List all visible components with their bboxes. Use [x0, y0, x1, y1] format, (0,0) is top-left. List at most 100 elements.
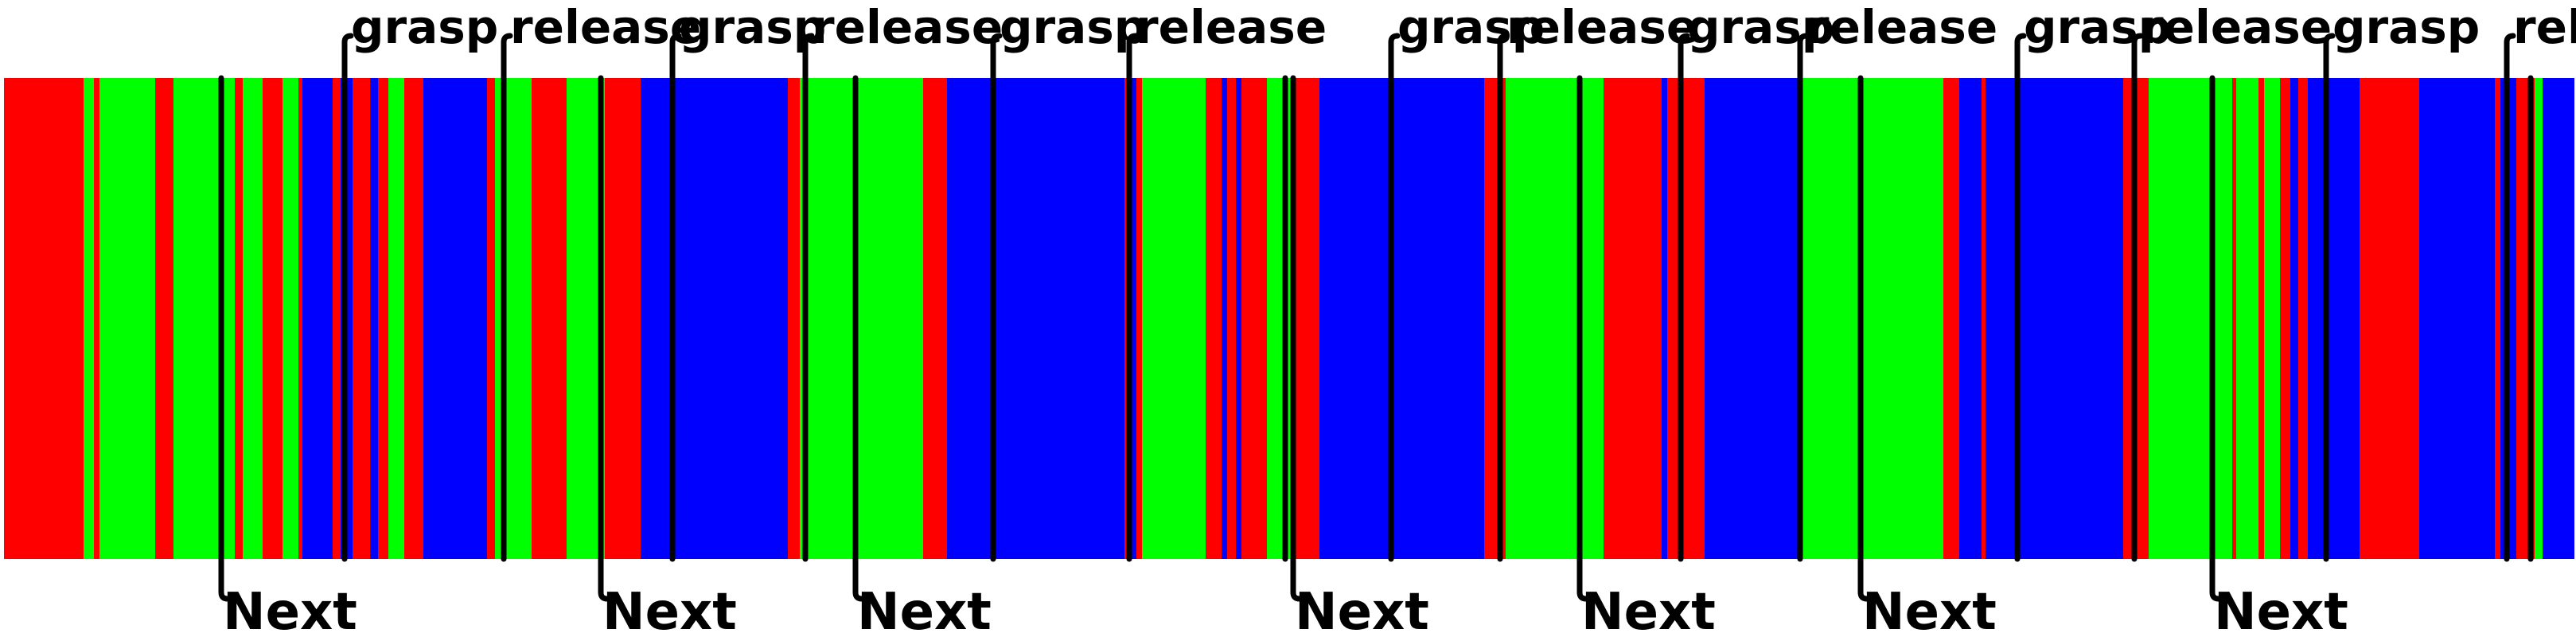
marker-label-next: Next	[2214, 583, 2348, 637]
marker-label-next: Next	[602, 583, 737, 637]
marker-line-next	[852, 75, 865, 602]
marker-label-next: Next	[1295, 583, 1429, 637]
segment-blue	[1130, 78, 1136, 559]
marker-label-grasp: grasp	[1397, 0, 1545, 54]
marker-line-grasp	[2323, 33, 2336, 562]
marker-line-grasp	[1388, 33, 1401, 562]
segment-blue	[423, 78, 487, 559]
segment-green	[243, 78, 263, 559]
segment-green	[388, 78, 404, 559]
segment-blue	[370, 78, 378, 559]
marker-label-next: Next	[1862, 583, 1997, 637]
segment-red	[263, 78, 283, 559]
segment-red	[1604, 78, 1662, 559]
segment-blue	[1222, 78, 1227, 559]
marker-label-grasp: grasp	[2332, 0, 2480, 54]
marker-line-release	[2131, 33, 2144, 562]
segment-red	[4, 78, 84, 559]
marker-line-next	[2209, 75, 2222, 602]
segment-red	[1667, 78, 1705, 559]
marker-label-grasp: grasp	[1000, 0, 1147, 54]
marker-label-grasp: grasp	[351, 0, 498, 54]
marker-label-release: release	[2513, 0, 2576, 54]
marker-line-next	[1290, 75, 1303, 602]
segment-blue	[1959, 78, 1982, 559]
marker-line-next	[1576, 75, 1589, 602]
marker-label-grasp: grasp	[679, 0, 826, 54]
segment-red	[1136, 78, 1142, 559]
segment-blue	[2419, 78, 2495, 559]
marker-label-next: Next	[1581, 583, 1716, 637]
segment-blue	[641, 78, 671, 559]
segment-green	[800, 78, 923, 559]
segment-blue	[2290, 78, 2298, 559]
segment-blue	[2543, 78, 2574, 559]
segment-red	[532, 78, 567, 559]
marker-line-next	[598, 75, 610, 602]
marker-lines	[218, 33, 2534, 602]
segment-red	[1293, 78, 1319, 559]
marker-line-grasp	[341, 33, 354, 562]
segment-red	[1206, 78, 1222, 559]
marker-label-release: release	[812, 0, 1003, 54]
segment-blue	[1705, 78, 1802, 559]
marker-label-release: release	[510, 0, 701, 54]
segment-red	[333, 78, 341, 559]
marker-line-grasp	[669, 33, 682, 562]
marker-line-release	[1797, 33, 1810, 562]
segment-green	[495, 78, 532, 559]
marker-line-grasp	[2014, 33, 2027, 562]
segment-green	[1142, 78, 1206, 559]
segment-red	[235, 78, 243, 559]
marker-label-release: release	[1806, 0, 1997, 54]
segment-red	[2280, 78, 2290, 559]
marker-label-grasp: grasp	[1687, 0, 1834, 54]
segment-red	[404, 78, 423, 559]
marker-line-release	[1497, 33, 1510, 562]
segment-green	[99, 78, 155, 559]
segment-green	[2535, 78, 2543, 559]
segment-red	[298, 78, 302, 559]
segment-green	[2264, 78, 2280, 559]
marker-label-grasp: grasp	[2024, 0, 2171, 54]
marker-line-release	[802, 33, 815, 562]
segment-red	[1241, 78, 1267, 559]
segment-green	[2236, 78, 2258, 559]
segment-blue	[671, 78, 788, 559]
marker-line-grasp	[1678, 33, 1690, 562]
segment-blue	[947, 78, 1124, 559]
segment-green	[1802, 78, 1943, 559]
marker-label-next: Next	[223, 583, 357, 637]
segment-green	[2149, 78, 2232, 559]
marker-line-release	[1126, 33, 1139, 562]
marker-label-release: release	[1506, 0, 1697, 54]
segment-red	[2298, 78, 2308, 559]
segment-red	[1227, 78, 1236, 559]
segment-red	[487, 78, 495, 559]
segment-green	[84, 78, 94, 559]
segment-blue	[2308, 78, 2360, 559]
segment-red	[94, 78, 99, 559]
segment-red	[1943, 78, 1959, 559]
marker-line-next	[218, 75, 231, 602]
segment-red	[353, 78, 370, 559]
segment-red	[155, 78, 173, 559]
segment-green	[283, 78, 298, 559]
segment-green	[1506, 78, 1604, 559]
segment-blue	[1319, 78, 1484, 559]
marker-line-release	[2504, 33, 2516, 562]
marker-line-next	[1857, 75, 1870, 602]
segment-red	[2495, 78, 2500, 559]
segment-strip	[4, 78, 2574, 559]
segment-red	[2232, 78, 2236, 559]
segment-blue	[302, 78, 333, 559]
segment-red	[923, 78, 947, 559]
segment-green	[173, 78, 235, 559]
segment-red	[1982, 78, 1986, 559]
segment-red	[788, 78, 800, 559]
marker-label-release: release	[1136, 0, 1327, 54]
marker-label-release: release	[2141, 0, 2332, 54]
segment-red	[378, 78, 388, 559]
